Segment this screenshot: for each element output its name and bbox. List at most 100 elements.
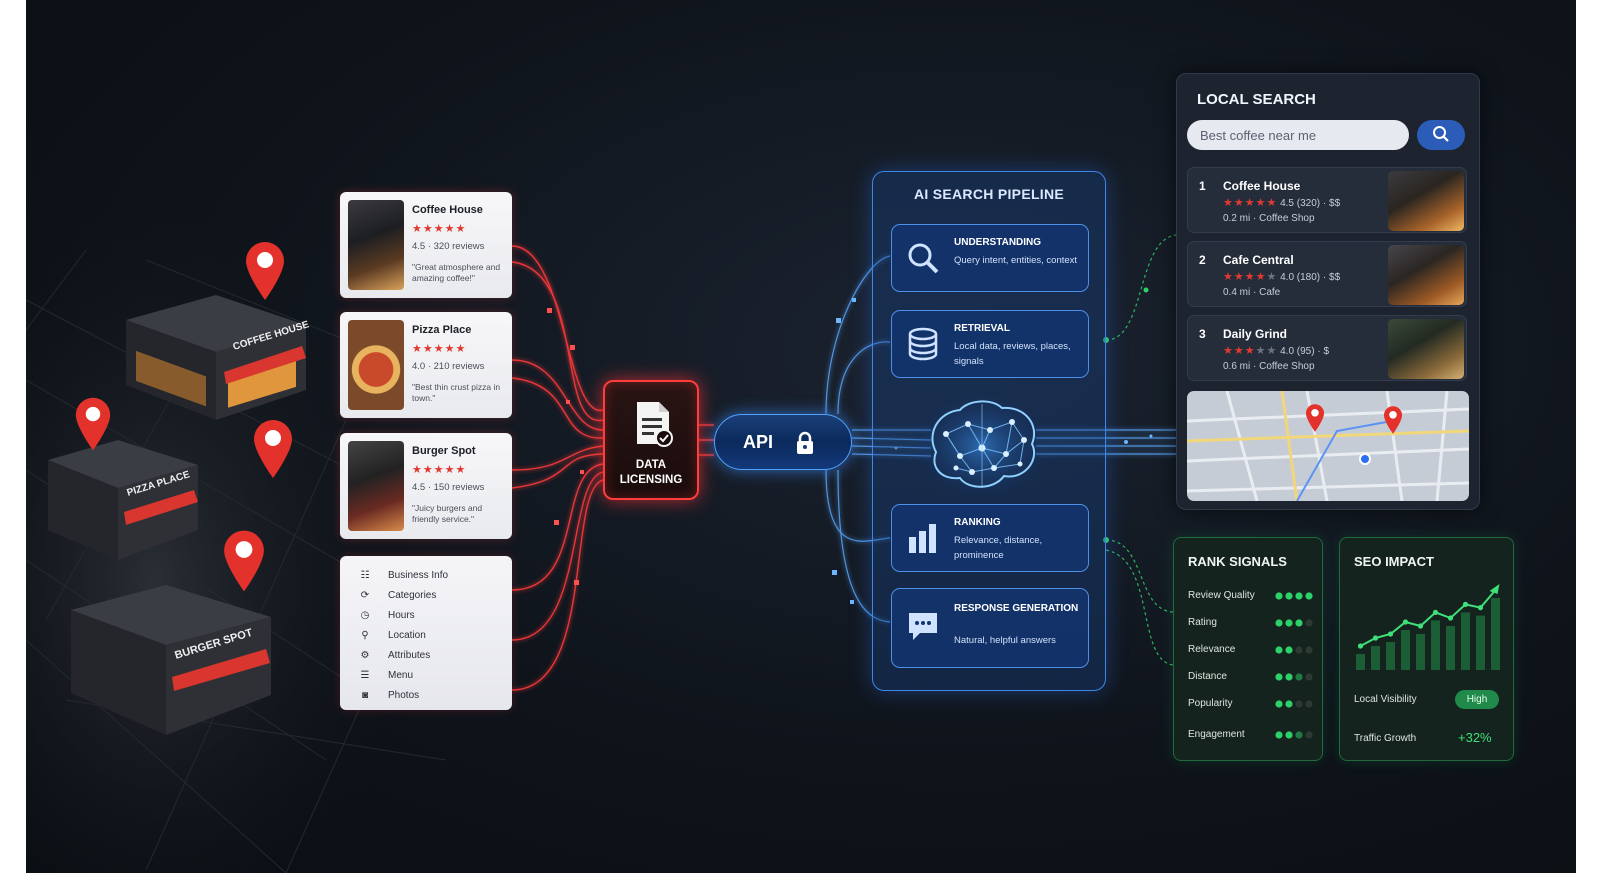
signal-row: Rating [1188, 617, 1314, 631]
data-licensing-label: DATA LICENSING [605, 458, 697, 488]
signal-dot [1285, 731, 1292, 738]
result-rank: 3 [1199, 327, 1206, 341]
trend-point [1373, 635, 1378, 640]
results-map[interactable] [1187, 391, 1469, 501]
signal-dot [1285, 700, 1292, 707]
database-icon [906, 327, 940, 361]
trend-point [1388, 631, 1393, 636]
visibility-badge: High [1455, 690, 1499, 709]
signal-dot [1275, 619, 1282, 626]
signal-dot [1295, 700, 1302, 707]
attribute-row: ⚙Attributes [358, 648, 430, 662]
trend-point [1478, 605, 1483, 610]
data-licensing-node: DATA LICENSING [603, 380, 699, 500]
local-visibility-label: Local Visibility [1354, 694, 1417, 705]
seo-impact-title: SEO IMPACT [1354, 554, 1434, 569]
result-rank: 2 [1199, 253, 1206, 267]
signal-dot [1275, 700, 1282, 707]
signal-dot [1305, 731, 1312, 738]
stage-title: RANKING [954, 517, 1001, 528]
signal-dot [1285, 646, 1292, 653]
signal-dot [1285, 673, 1292, 680]
signal-strength-icon [1274, 730, 1314, 740]
attribute-row: ⚲Location [358, 628, 426, 642]
attribute-row: ◷Hours [358, 608, 415, 622]
stage-response-generation: RESPONSE GENERATION Natural, helpful ans… [891, 588, 1089, 668]
signal-dot [1305, 592, 1312, 599]
result-rating: ★★★★★ 4.0 (95) · $ [1223, 344, 1329, 357]
business-quote: "Best thin crust pizza in town." [412, 382, 506, 404]
chat-bubble-icon [906, 609, 940, 643]
trend-point [1463, 602, 1468, 607]
business-name: Pizza Place [412, 324, 471, 336]
trend-point [1418, 623, 1423, 628]
local-search-panel: LOCAL SEARCH 1 Coffee House ★★★★★ 4.5 (3… [1176, 73, 1480, 510]
seo-impact-panel: SEO IMPACT Local Visibility High Traffic… [1339, 537, 1514, 761]
trend-bar [1491, 598, 1500, 670]
trend-bar [1386, 642, 1395, 670]
search-result-item[interactable]: 1 Coffee House ★★★★★ 4.5 (320) · $$ 0.2 … [1187, 167, 1467, 233]
signal-dot [1285, 592, 1292, 599]
signal-row: Engagement [1188, 729, 1314, 743]
star-rating-icon: ★★★★★ [412, 342, 466, 355]
result-rating: ★★★★★ 4.0 (180) · $$ [1223, 270, 1340, 283]
attribute-row: ☰Menu [358, 668, 413, 682]
bar-chart-icon [906, 521, 940, 555]
signal-dot [1295, 592, 1302, 599]
local-search-title: LOCAL SEARCH [1197, 91, 1316, 108]
trend-bar [1416, 634, 1425, 670]
search-button[interactable] [1417, 120, 1465, 150]
business-card-pizza-place: Pizza Place ★★★★★ 4.0 · 210 reviews "Bes… [340, 312, 512, 418]
star-rating-icon: ★★★★ [1223, 271, 1266, 283]
seo-trend-chart [1350, 570, 1505, 675]
business-card-coffee-house: Coffee House ★★★★★ 4.5 · 320 reviews "Gr… [340, 192, 512, 298]
business-quote: "Juicy burgers and friendly service." [412, 503, 506, 525]
stage-description: Query intent, entities, context [954, 253, 1084, 268]
document-check-icon [633, 400, 673, 448]
lock-icon [795, 431, 815, 455]
signal-strength-icon [1274, 645, 1314, 655]
stage-ranking: RANKING Relevance, distance, prominence [891, 504, 1089, 572]
stage-title: UNDERSTANDING [954, 237, 1041, 248]
api-label: API [743, 432, 773, 453]
signal-strength-icon [1274, 699, 1314, 709]
business-reviews: 4.0 · 210 reviews [412, 361, 484, 372]
ai-brain-icon [916, 394, 1048, 498]
trend-bar [1476, 616, 1485, 670]
map-pin-icon [222, 528, 266, 594]
magnifier-icon [906, 241, 940, 275]
result-detail: 0.4 mi · Cafe [1223, 287, 1280, 298]
stage-understanding: UNDERSTANDING Query intent, entities, co… [891, 224, 1089, 292]
signal-dot [1295, 731, 1302, 738]
trend-point [1433, 610, 1438, 615]
categories-icon: ⟳ [358, 590, 372, 601]
signal-strength-icon [1274, 672, 1314, 682]
trend-arrow-icon [1490, 584, 1500, 594]
result-detail: 0.2 mi · Coffee Shop [1223, 213, 1315, 224]
search-result-item[interactable]: 3 Daily Grind ★★★★★ 4.0 (95) · $ 0.6 mi … [1187, 315, 1467, 381]
search-input[interactable] [1187, 120, 1409, 150]
attribute-row: ☷Business Info [358, 568, 448, 582]
star-rating-icon: ★★★ [1223, 345, 1256, 357]
signal-dot [1305, 700, 1312, 707]
trend-bar [1401, 630, 1410, 670]
signal-label: Relevance [1188, 644, 1235, 655]
stage-description: Natural, helpful answers [954, 633, 1084, 648]
search-icon [1432, 125, 1450, 143]
search-result-item[interactable]: 2 Cafe Central ★★★★★ 4.0 (180) · $$ 0.4 … [1187, 241, 1467, 307]
burger-spot-building-icon: BURGER SPOT [56, 575, 286, 745]
trend-bar [1431, 620, 1440, 670]
rank-signals-title: RANK SIGNALS [1188, 554, 1287, 569]
signal-label: Engagement [1188, 729, 1245, 740]
result-thumbnail [1388, 319, 1464, 379]
result-name: Cafe Central [1223, 253, 1294, 267]
attribute-row: ⟳Categories [358, 588, 436, 602]
result-thumbnail [1388, 245, 1464, 305]
business-photo [348, 441, 404, 531]
info-icon: ☷ [358, 570, 372, 581]
stage-title: RESPONSE GENERATION [954, 601, 1084, 616]
signal-dot [1305, 646, 1312, 653]
traffic-growth-value: +32% [1458, 730, 1492, 745]
diagram-canvas: COFFEE HOUSE PIZZA PLACE BURGER SPOT Cof… [26, 0, 1576, 873]
